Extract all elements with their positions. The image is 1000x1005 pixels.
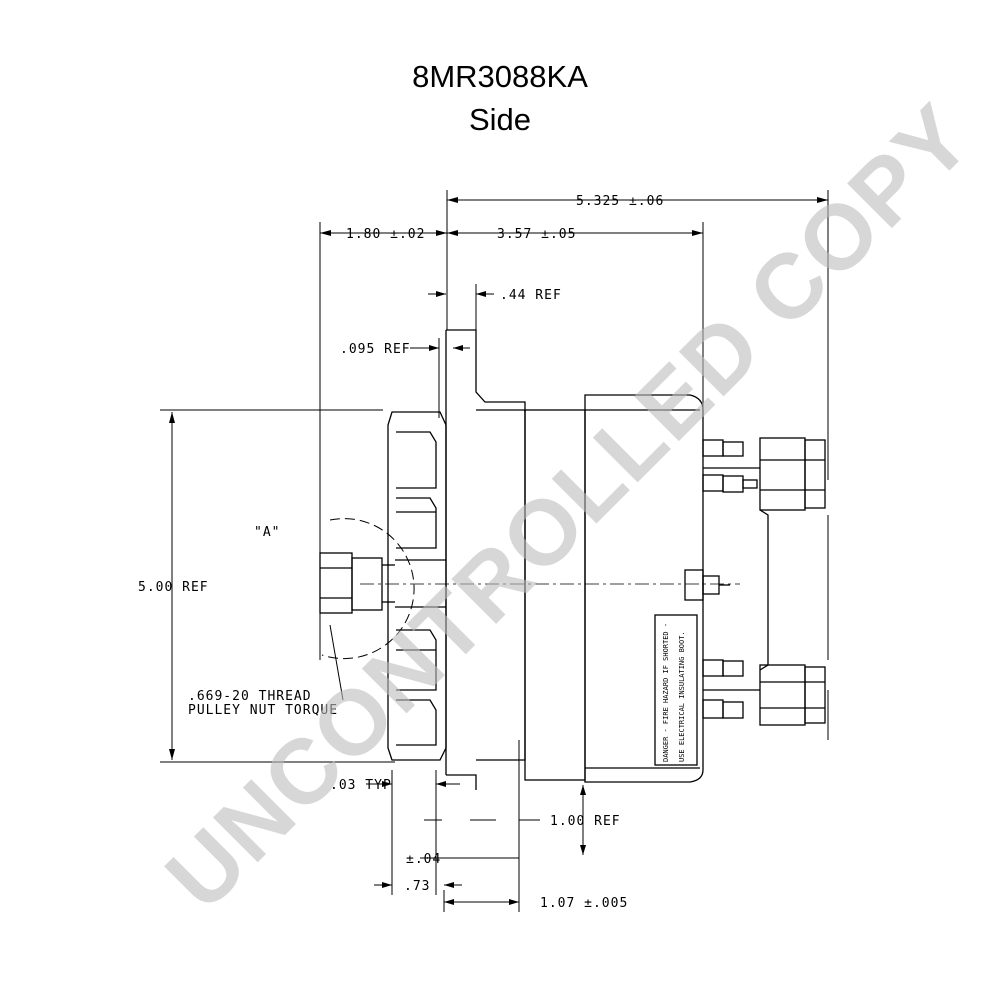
- dim-flange-thickness: .095 REF: [340, 342, 411, 357]
- svg-text:USE ELECTRICAL INSULATING BOOT: USE ELECTRICAL INSULATING BOOT.: [678, 631, 686, 762]
- dim-tol-04: ±.04: [406, 852, 441, 867]
- dim-pulley-offset: 1.80 ±.02: [346, 227, 425, 242]
- svg-text:DANGER - FIRE HAZARD IF SHORTE: DANGER - FIRE HAZARD IF SHORTED -: [662, 623, 670, 762]
- detail-a-label: "A": [254, 525, 280, 540]
- dimension-lines: [160, 190, 829, 912]
- thread-spec-line1: .669-20 THREAD: [188, 689, 312, 704]
- dim-body-length: 3.57 ±.05: [497, 227, 576, 242]
- dim-typ: .03 TYP: [330, 778, 392, 793]
- view-title: Side: [469, 102, 531, 137]
- dim-107: 1.07 ±.005: [540, 896, 628, 911]
- danger-label: DANGER - FIRE HAZARD IF SHORTED - USE EL…: [662, 623, 686, 762]
- thread-spec-line2: PULLEY NUT TORQUE: [188, 703, 338, 718]
- arrowheads: [169, 197, 828, 905]
- dim-ref-100: 1.00 REF: [550, 814, 621, 829]
- part-number-title: 8MR3088KA: [412, 59, 588, 94]
- uncontrolled-copy-watermark: UNCONTROLLED COPY: [147, 85, 991, 929]
- dim-073: .73: [404, 879, 430, 894]
- dim-overall-length: 5.325 ±.06: [576, 194, 664, 209]
- dim-height-ref: 5.00 REF: [138, 580, 209, 595]
- dim-flange-ref: .44 REF: [500, 288, 562, 303]
- detail-a-circle: [321, 518, 415, 701]
- alternator-body: [319, 329, 826, 790]
